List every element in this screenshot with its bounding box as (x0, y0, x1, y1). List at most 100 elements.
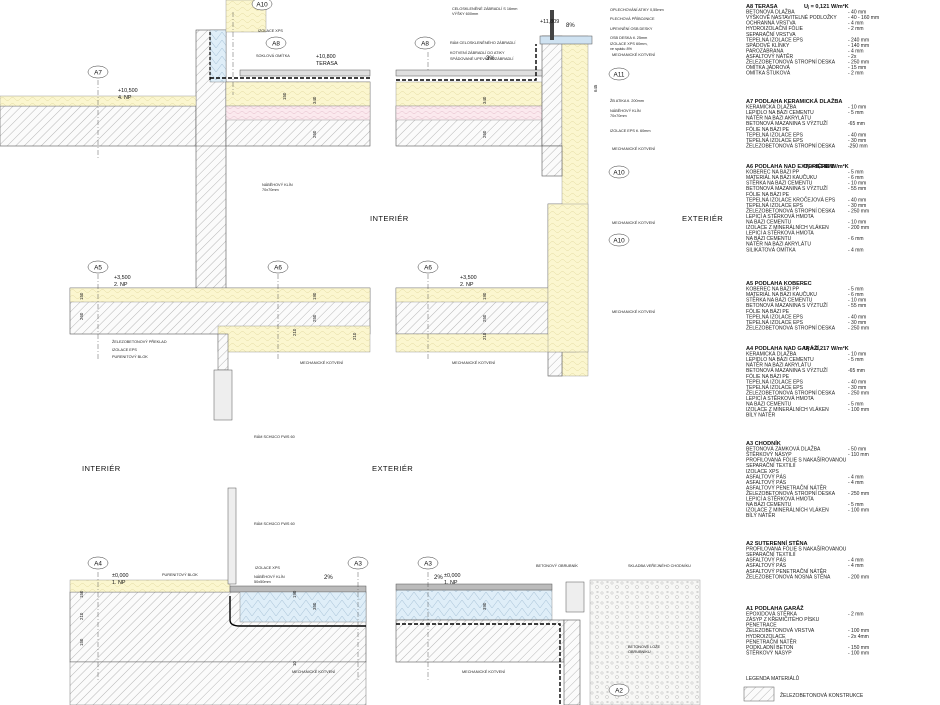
legend-section-head: A8 TERASA (746, 4, 778, 10)
detail-floor-over-exterior-right (395, 203, 589, 353)
legend-row-value: - 4 mm (848, 480, 864, 486)
svg-text:A6: A6 (274, 265, 282, 272)
legend-row-label: OMÍTKA ŠTUKOVÁ (746, 70, 791, 77)
svg-text:IZOLACE XPS: IZOLACE XPS (258, 29, 283, 33)
svg-text:210: 210 (292, 328, 297, 336)
legend-row-label: TEPELNÁ IZOLACE EPS (746, 384, 804, 391)
svg-text:A5: A5 (94, 265, 102, 272)
svg-text:ŽB ATIKA tl. 200mm: ŽB ATIKA tl. 200mm (610, 98, 644, 103)
svg-text:150: 150 (79, 292, 84, 300)
legend-row-value: - 40 mm (848, 379, 866, 385)
legend-section-head: A6 PODLAHA NAD EXTERIÉREM (746, 162, 834, 170)
svg-text:PURENITOVÝ BLOK: PURENITOVÝ BLOK (112, 355, 148, 359)
svg-text:A11: A11 (614, 72, 625, 79)
detail-ground-floor-left (69, 487, 367, 705)
legend-row-value: - 4 mm (848, 247, 864, 253)
legend-row-label: BETONOVÁ MAZANINA S VÝZTUŽÍ (746, 366, 828, 374)
legend-row-value: -65 mm (848, 368, 865, 374)
legend-row-label: NA BÁZI CEMENTU (746, 235, 792, 242)
legend-row-label: ŽELEZOBETONOVÁ STROPNÍ DESKA (746, 489, 836, 497)
svg-text:A2: A2 (615, 688, 623, 695)
svg-text:OSB DESKA tl. 25mm: OSB DESKA tl. 25mm (610, 36, 647, 40)
svg-text:MECHANICKÉ KOTVENÍ: MECHANICKÉ KOTVENÍ (612, 220, 656, 225)
legend-key: LEGENDA MATERIÁLŮ ŽELEZOBETONOVÁ KONSTRU… (743, 675, 864, 702)
legend-row-label: ŽELEZOBETONOVÁ NOSNÁ STĚNA (746, 572, 831, 580)
legend-row-label: ŠTĚRKOVÝ NÁSYP (746, 450, 792, 458)
legend-row-label: OMÍTKA JÁDROVÁ (746, 64, 791, 71)
legend-row-label: ASFALTOVÝ PÁS (746, 473, 787, 480)
svg-text:390: 390 (482, 602, 487, 610)
legend-row-value: - 6 mm (848, 292, 864, 298)
legend-row-label: PENETRAČNÍ NÁTĚR (746, 637, 797, 645)
detail-ground-floor-right (395, 579, 701, 705)
tag-a8-a: A8 (265, 36, 287, 50)
svg-text:MECHANICKÉ KOTVENÍ: MECHANICKÉ KOTVENÍ (452, 360, 496, 365)
legend-row-label: NA BÁZI CEMENTU (746, 401, 792, 408)
legend-row-label: TEPELNÁ IZOLACE EPS (746, 137, 804, 144)
legend-row-value: - 250 mm (848, 325, 869, 331)
legend-row-value: - 5 mm (848, 502, 864, 508)
svg-text:NÁBĚHOVÝ KLÍN: NÁBĚHOVÝ KLÍN (610, 108, 641, 113)
legend-row-label: KOBEREC NA BÁZI PP (746, 286, 800, 293)
legend-row-value: - 100 mm (848, 628, 869, 634)
legend-row-label: KOBEREC NA BÁZI PP (746, 169, 800, 176)
legend-row-label: ASFALTOVÝ NÁTĚR (746, 52, 793, 60)
legend-swatch (743, 686, 775, 702)
legend-row-value: - 100 mm (848, 650, 869, 656)
svg-text:MECHANICKÉ KOTVENÍ: MECHANICKÉ KOTVENÍ (300, 360, 344, 365)
legend-row-label: ASFALTOVÝ PENETRAČNÍ NÁTĚR (746, 483, 827, 491)
svg-text:A8: A8 (421, 41, 429, 48)
zone-interior-2: INTERIÉR (82, 464, 121, 473)
legend-row-label: TEPELNÁ IZOLACE KROČEJOVÁ EPS (746, 196, 836, 203)
legend-row-label: ŽELEZOBETONOVÁ STROPNÍ DESKA (746, 206, 836, 214)
legend-row-label: ASFALTOVÝ PÁS (746, 562, 787, 569)
legend-row-value: - 250 mm (848, 60, 869, 66)
legend-section-head: A3 CHODNÍK (746, 439, 781, 447)
legend-row-label: FÓLIE NA BÁZI PE (746, 191, 790, 198)
legend-row-value: - 5 mm (848, 170, 864, 176)
svg-text:250: 250 (482, 314, 487, 322)
legend-row-value: - 40 mm (848, 314, 866, 320)
legend-row-value: - 4 mm (848, 474, 864, 480)
svg-text:2. NP: 2. NP (460, 282, 474, 288)
legend-row-label: LEPICÍ A STĚRKOVÁ HMOTA (746, 394, 814, 402)
legend-row-label: PODKLADNÍ BETON (746, 644, 794, 651)
legend-row-label: IZOLACE Z MINERÁLNÍCH VLÁKEN (746, 507, 829, 514)
legend-row-value: -65 mm (848, 121, 865, 127)
legend-row-label: PENETRACE (746, 623, 777, 629)
svg-text:A3: A3 (424, 561, 432, 568)
section-tags: A10 A8 A7 A8 A11 A10 A10 A5 A6 A6 A4 A3 … (87, 0, 630, 697)
svg-text:+3,500: +3,500 (460, 275, 477, 281)
legend-row-label: ŠTĚRKOVÝ NÁSYP (746, 648, 792, 656)
legend-row-value: - 2 mm (848, 71, 864, 77)
legend-row-label: KERAMICKÁ DLAŽBA (746, 103, 797, 111)
legend-row-label: ŽELEZOBETONOVÁ STROPNÍ DESKA (746, 388, 836, 396)
legend-row-label: ŽELEZOBETONOVÁ STROPNÍ DESKA (746, 141, 836, 149)
legend-row-value: - 4 mm (848, 21, 864, 27)
svg-text:+10,800: +10,800 (316, 54, 336, 60)
legend-row-value: - 10 mm (848, 298, 866, 304)
legend-row-value: - 2x 4mm (848, 634, 869, 640)
svg-text:PURENITOVÝ BLOK: PURENITOVÝ BLOK (162, 573, 198, 577)
legend-row-label: SEPARAČNÍ TEXTILIÍ (746, 551, 796, 558)
slope-ground-right: 2% (434, 575, 443, 581)
legend-row-label: PROFILOVANÁ FÓLIE S NAKAŠÍROVANOU (746, 457, 847, 464)
legend-row-label: STĚRKA NA BÁZI CEMENTU (746, 296, 813, 304)
tag-a3-a: A3 (347, 556, 369, 570)
zone-interior-1: INTERIÉR (370, 214, 409, 223)
legend-row-label: LEPIDLO NA BÁZI CEMENTU (746, 356, 814, 363)
legend-row-value: - 200 mm (848, 225, 869, 231)
svg-text:645: 645 (593, 84, 598, 92)
legend-row-label: ZÁSYP Z KŘEMIČITÉHO PÍSKU (746, 615, 820, 623)
legend-row-label: LEPIDLO NA BÁZI CEMENTU (746, 109, 814, 116)
svg-text:350: 350 (312, 602, 317, 610)
svg-text:A8: A8 (272, 41, 280, 48)
legend-row-value: - 100 mm (848, 508, 869, 514)
legend-row-label: EPOXIDOVÁ STĚRKA (746, 610, 798, 618)
